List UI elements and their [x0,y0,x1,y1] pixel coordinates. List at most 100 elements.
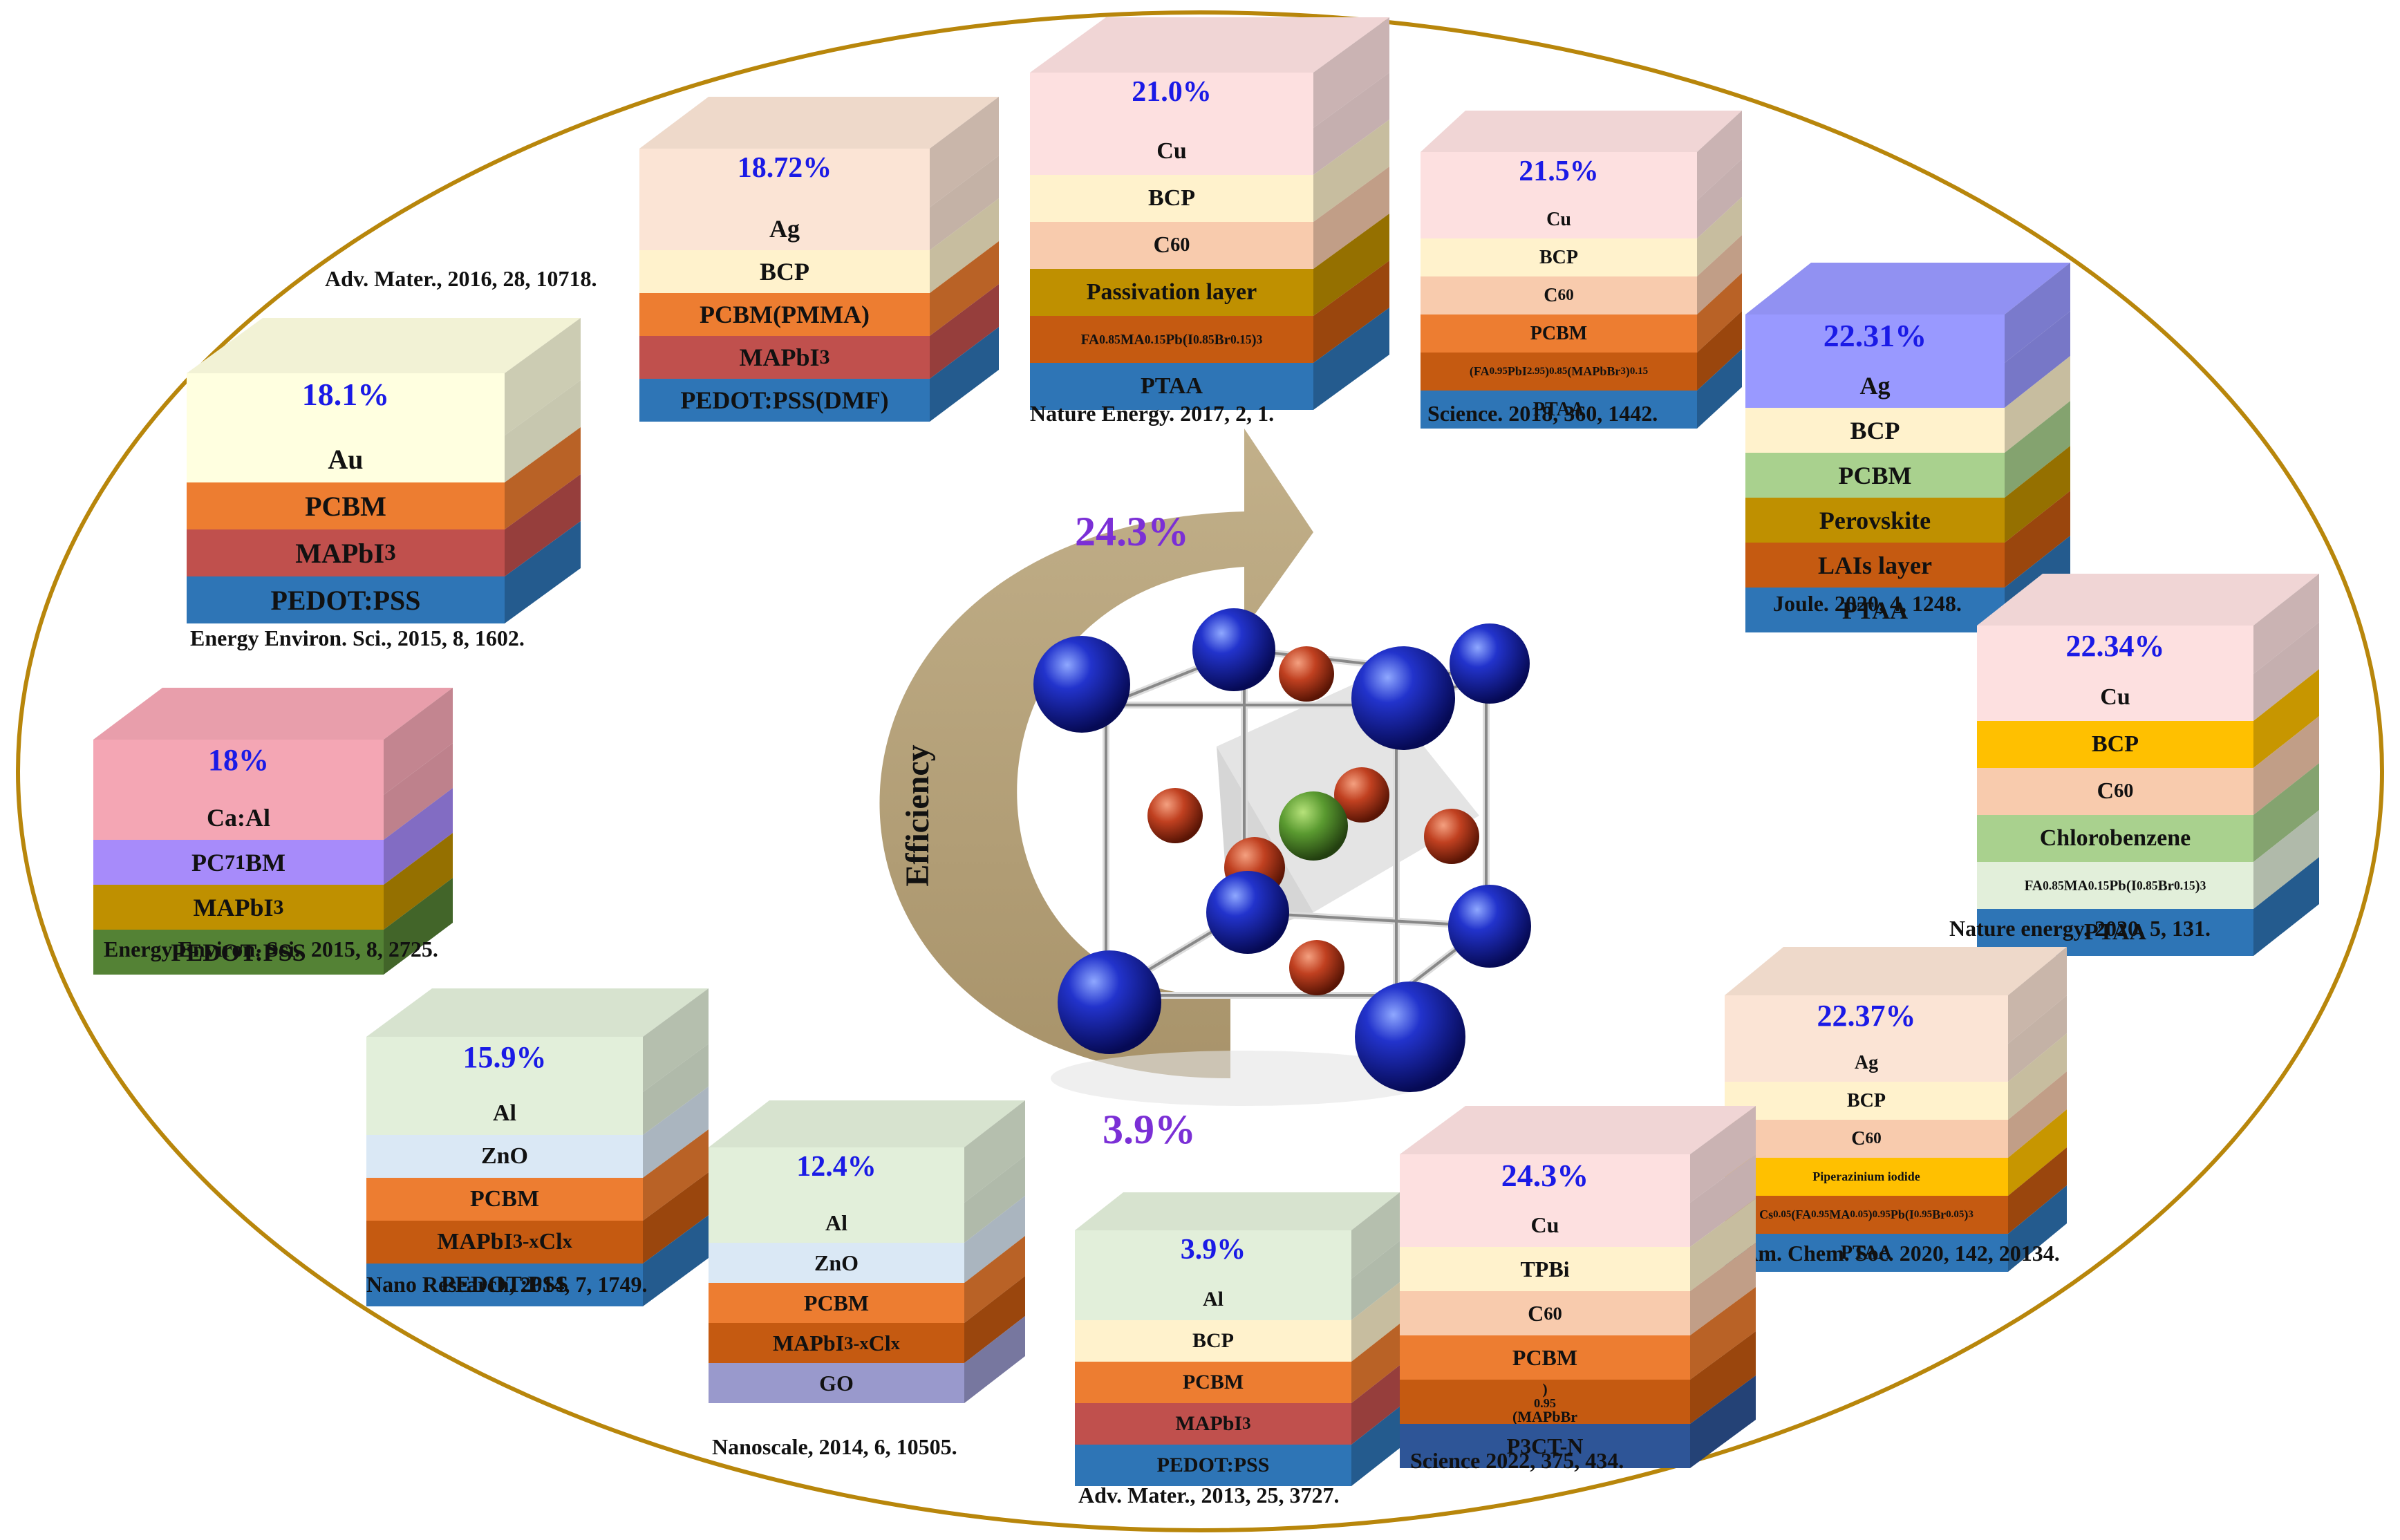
stack-cap-side [505,318,581,435]
stack-geometry [709,1100,1025,1403]
stack-cap-front [709,1147,964,1203]
layer-side [2008,1033,2067,1120]
layer-label: BCP [2092,731,2139,757]
layer-side [2005,491,2070,588]
stack-efficiency: 22.34% [2065,629,2165,663]
layer-front [1725,1044,2008,1082]
layer-front [1400,1424,1690,1468]
layer-front [1725,1082,2008,1120]
layer-side [2253,669,2319,768]
layer-side [2253,716,2319,815]
layer-label: Au [328,443,364,475]
layer-label: PCBM [1512,1344,1578,1370]
layer-side [930,241,999,336]
layer-front [1421,238,1697,276]
layer-front [1400,1291,1690,1335]
layer-front [366,1221,643,1264]
layer-label: Cu [1156,138,1187,164]
stack-cap-side [1690,1106,1756,1203]
layer-side [1313,308,1389,410]
stack-efficiency: 18% [208,743,269,777]
layer-front [1075,1279,1351,1320]
layer-side [1697,273,1742,353]
layer-side [1313,261,1389,363]
layer-front [1075,1403,1351,1445]
layer-label: TPBi [1520,1256,1570,1281]
layer-label: Cu [1546,208,1571,230]
stack-geometry [1400,1106,1756,1468]
layer-label: Ag [1854,1051,1879,1073]
layer-front [366,1264,643,1306]
layer-side [930,156,999,250]
layer-front [639,250,930,293]
layer-front [1030,222,1313,269]
layer-front [1030,316,1313,363]
stack-cap-side [643,988,709,1092]
layer-label: PEDOT:PSS [440,1272,569,1297]
stack-top-face [639,97,999,149]
layer-label: Al [1203,1288,1224,1311]
layer-side [643,1215,709,1306]
stack-geometry [187,318,581,623]
layer-side [964,1316,1025,1403]
stack-efficiency: 22.31% [1823,318,1927,353]
layer-side [2008,1185,2067,1272]
layer-side [1351,1407,1400,1486]
layer-side [2008,1109,2067,1196]
layer-side [1697,311,1742,391]
layer-label: PTAA [1140,373,1203,399]
layer-front [1400,1380,1690,1424]
layer-side [1697,159,1742,238]
stack-cap-front [1421,152,1697,200]
layer-label: P3CT-N [1506,1433,1584,1458]
device-stack-s12: 24.3%CuTPBiC60PCBM(SST)(FAPbI3)0.95(MAPb… [1400,1106,1756,1468]
layer-front [366,1178,643,1221]
layer-side [2253,810,2319,909]
layer-label: Piperazinium iodide [1812,1170,1920,1183]
stack-top-face [1030,17,1389,73]
layer-side [2008,1147,2067,1234]
stack-geometry [1075,1192,1400,1486]
layer-label: PEDOT:PSS [270,584,421,616]
layer-side [384,743,453,840]
layer-front [93,795,384,840]
layer-front [366,1135,643,1178]
layer-side [2008,995,2067,1082]
layer-front [366,1092,643,1135]
layer-front [1725,1234,2008,1272]
layer-side [930,198,999,293]
efficiency-axis-label: Efficiency [899,744,936,887]
layer-front [1745,453,2005,498]
layer-label: Ca:Al [207,803,270,832]
layer-label: BCP [760,258,809,285]
stack-efficiency: 15.9% [462,1040,547,1074]
layer-front [1745,543,2005,588]
layer-label: BCP [1192,1329,1234,1352]
layer-front [1421,353,1697,391]
layer-side [1697,349,1742,429]
layer-label: ZnO [480,1143,529,1169]
layer-front [1745,588,2005,632]
stack-reference: Energy Environ. Sci., 2015, 8, 2725. [104,937,438,961]
layer-side [1313,73,1389,175]
frame-ellipse [16,10,2384,1532]
stack-efficiency: 18.72% [737,152,832,184]
layer-front [1400,1335,1690,1380]
stack-reference: Energy Environ. Sci., 2015, 8, 1602. [190,626,525,650]
stack-reference: J. Am. Chem. Soc. 2020, 142, 20134. [1721,1241,2060,1266]
layer-front [1977,674,2253,721]
stack-reference: Nanoscale, 2014, 6, 10505. [712,1434,957,1459]
layer-side [1690,1287,1756,1380]
layer-front [1725,1120,2008,1158]
